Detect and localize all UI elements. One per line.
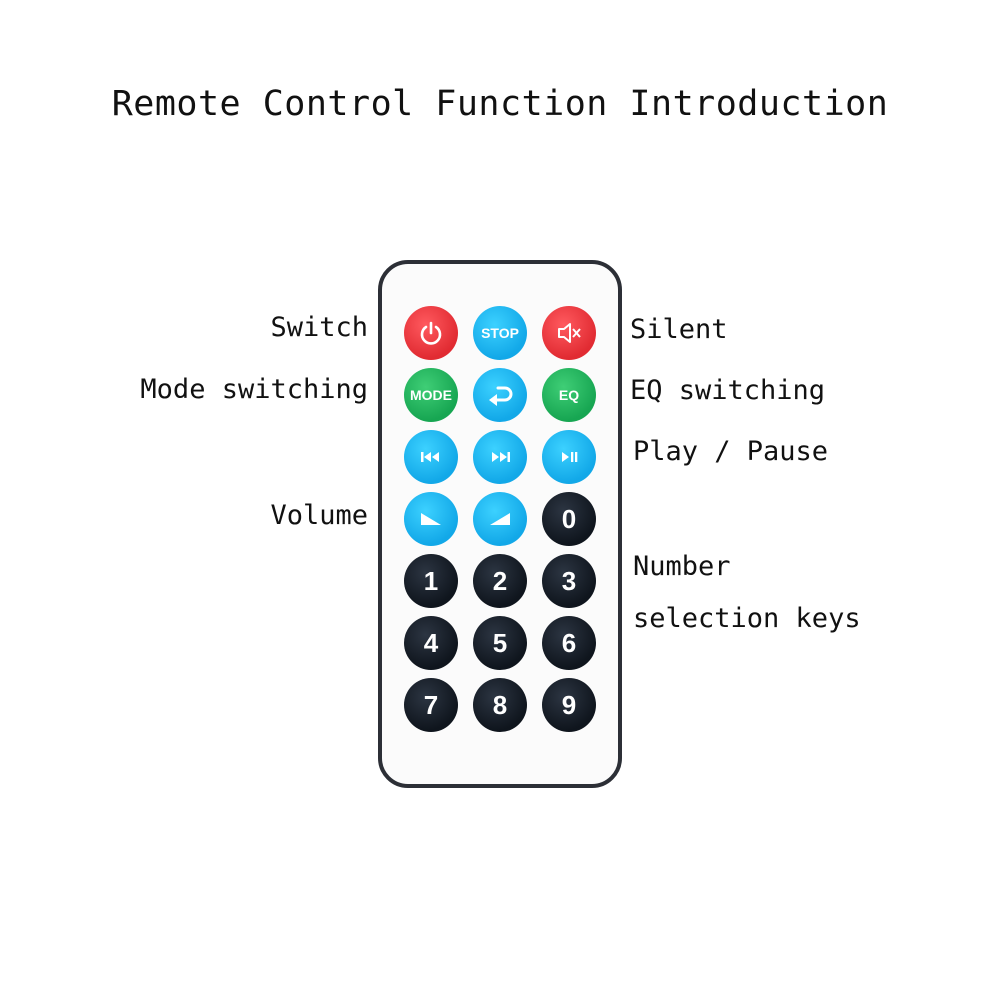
digit-7-button[interactable]: 7 (404, 678, 458, 732)
volume-up-button[interactable] (473, 492, 527, 546)
digit-2-button[interactable]: 2 (473, 554, 527, 608)
digit-2-label: 2 (492, 565, 508, 596)
volume-up-icon (488, 511, 512, 527)
digit-0-label: 0 (561, 503, 577, 534)
label-play-pause: Play / Pause (633, 436, 829, 467)
digit-4-button[interactable]: 4 (404, 616, 458, 670)
label-selection-keys: selection keys (633, 603, 861, 634)
digit-8-label: 8 (492, 689, 508, 720)
mute-button[interactable] (542, 306, 596, 360)
digit-3-button[interactable]: 3 (542, 554, 596, 608)
mode-button[interactable]: MODE (404, 368, 458, 422)
label-volume: Volume (270, 500, 368, 531)
next-track-button[interactable] (473, 430, 527, 484)
digit-7-label: 7 (423, 689, 439, 720)
label-mode-switching: Mode switching (140, 374, 368, 405)
play-pause-icon (559, 451, 579, 463)
digit-3-label: 3 (561, 565, 577, 596)
eq-label: EQ (558, 387, 580, 403)
power-icon (418, 320, 444, 346)
stop-label: STOP (481, 325, 519, 341)
digit-1-button[interactable]: 1 (404, 554, 458, 608)
next-track-icon (489, 451, 511, 463)
digit-0-button[interactable]: 0 (542, 492, 596, 546)
digit-4-label: 4 (423, 627, 439, 658)
volume-down-button[interactable] (404, 492, 458, 546)
mode-label: MODE (410, 387, 452, 403)
remote-control: STOP MODE EQ (378, 260, 622, 788)
label-eq-switching: EQ switching (630, 375, 826, 406)
previous-track-button[interactable] (404, 430, 458, 484)
stop-button[interactable]: STOP (473, 306, 527, 360)
play-pause-button[interactable] (542, 430, 596, 484)
digit-6-button[interactable]: 6 (542, 616, 596, 670)
digit-9-label: 9 (561, 689, 577, 720)
digit-5-button[interactable]: 5 (473, 616, 527, 670)
digit-6-label: 6 (561, 627, 577, 658)
label-switch: Switch (270, 312, 368, 343)
return-button[interactable] (473, 368, 527, 422)
previous-track-icon (420, 451, 442, 463)
label-silent: Silent (630, 314, 728, 345)
mute-icon (555, 321, 583, 345)
eq-button[interactable]: EQ (542, 368, 596, 422)
digit-5-label: 5 (492, 627, 508, 658)
power-button[interactable] (404, 306, 458, 360)
return-icon (486, 383, 514, 407)
digit-9-button[interactable]: 9 (542, 678, 596, 732)
digit-1-label: 1 (423, 565, 439, 596)
page-title: Remote Control Function Introduction (111, 84, 889, 124)
volume-down-icon (419, 511, 443, 527)
label-number: Number (633, 551, 731, 582)
digit-8-button[interactable]: 8 (473, 678, 527, 732)
